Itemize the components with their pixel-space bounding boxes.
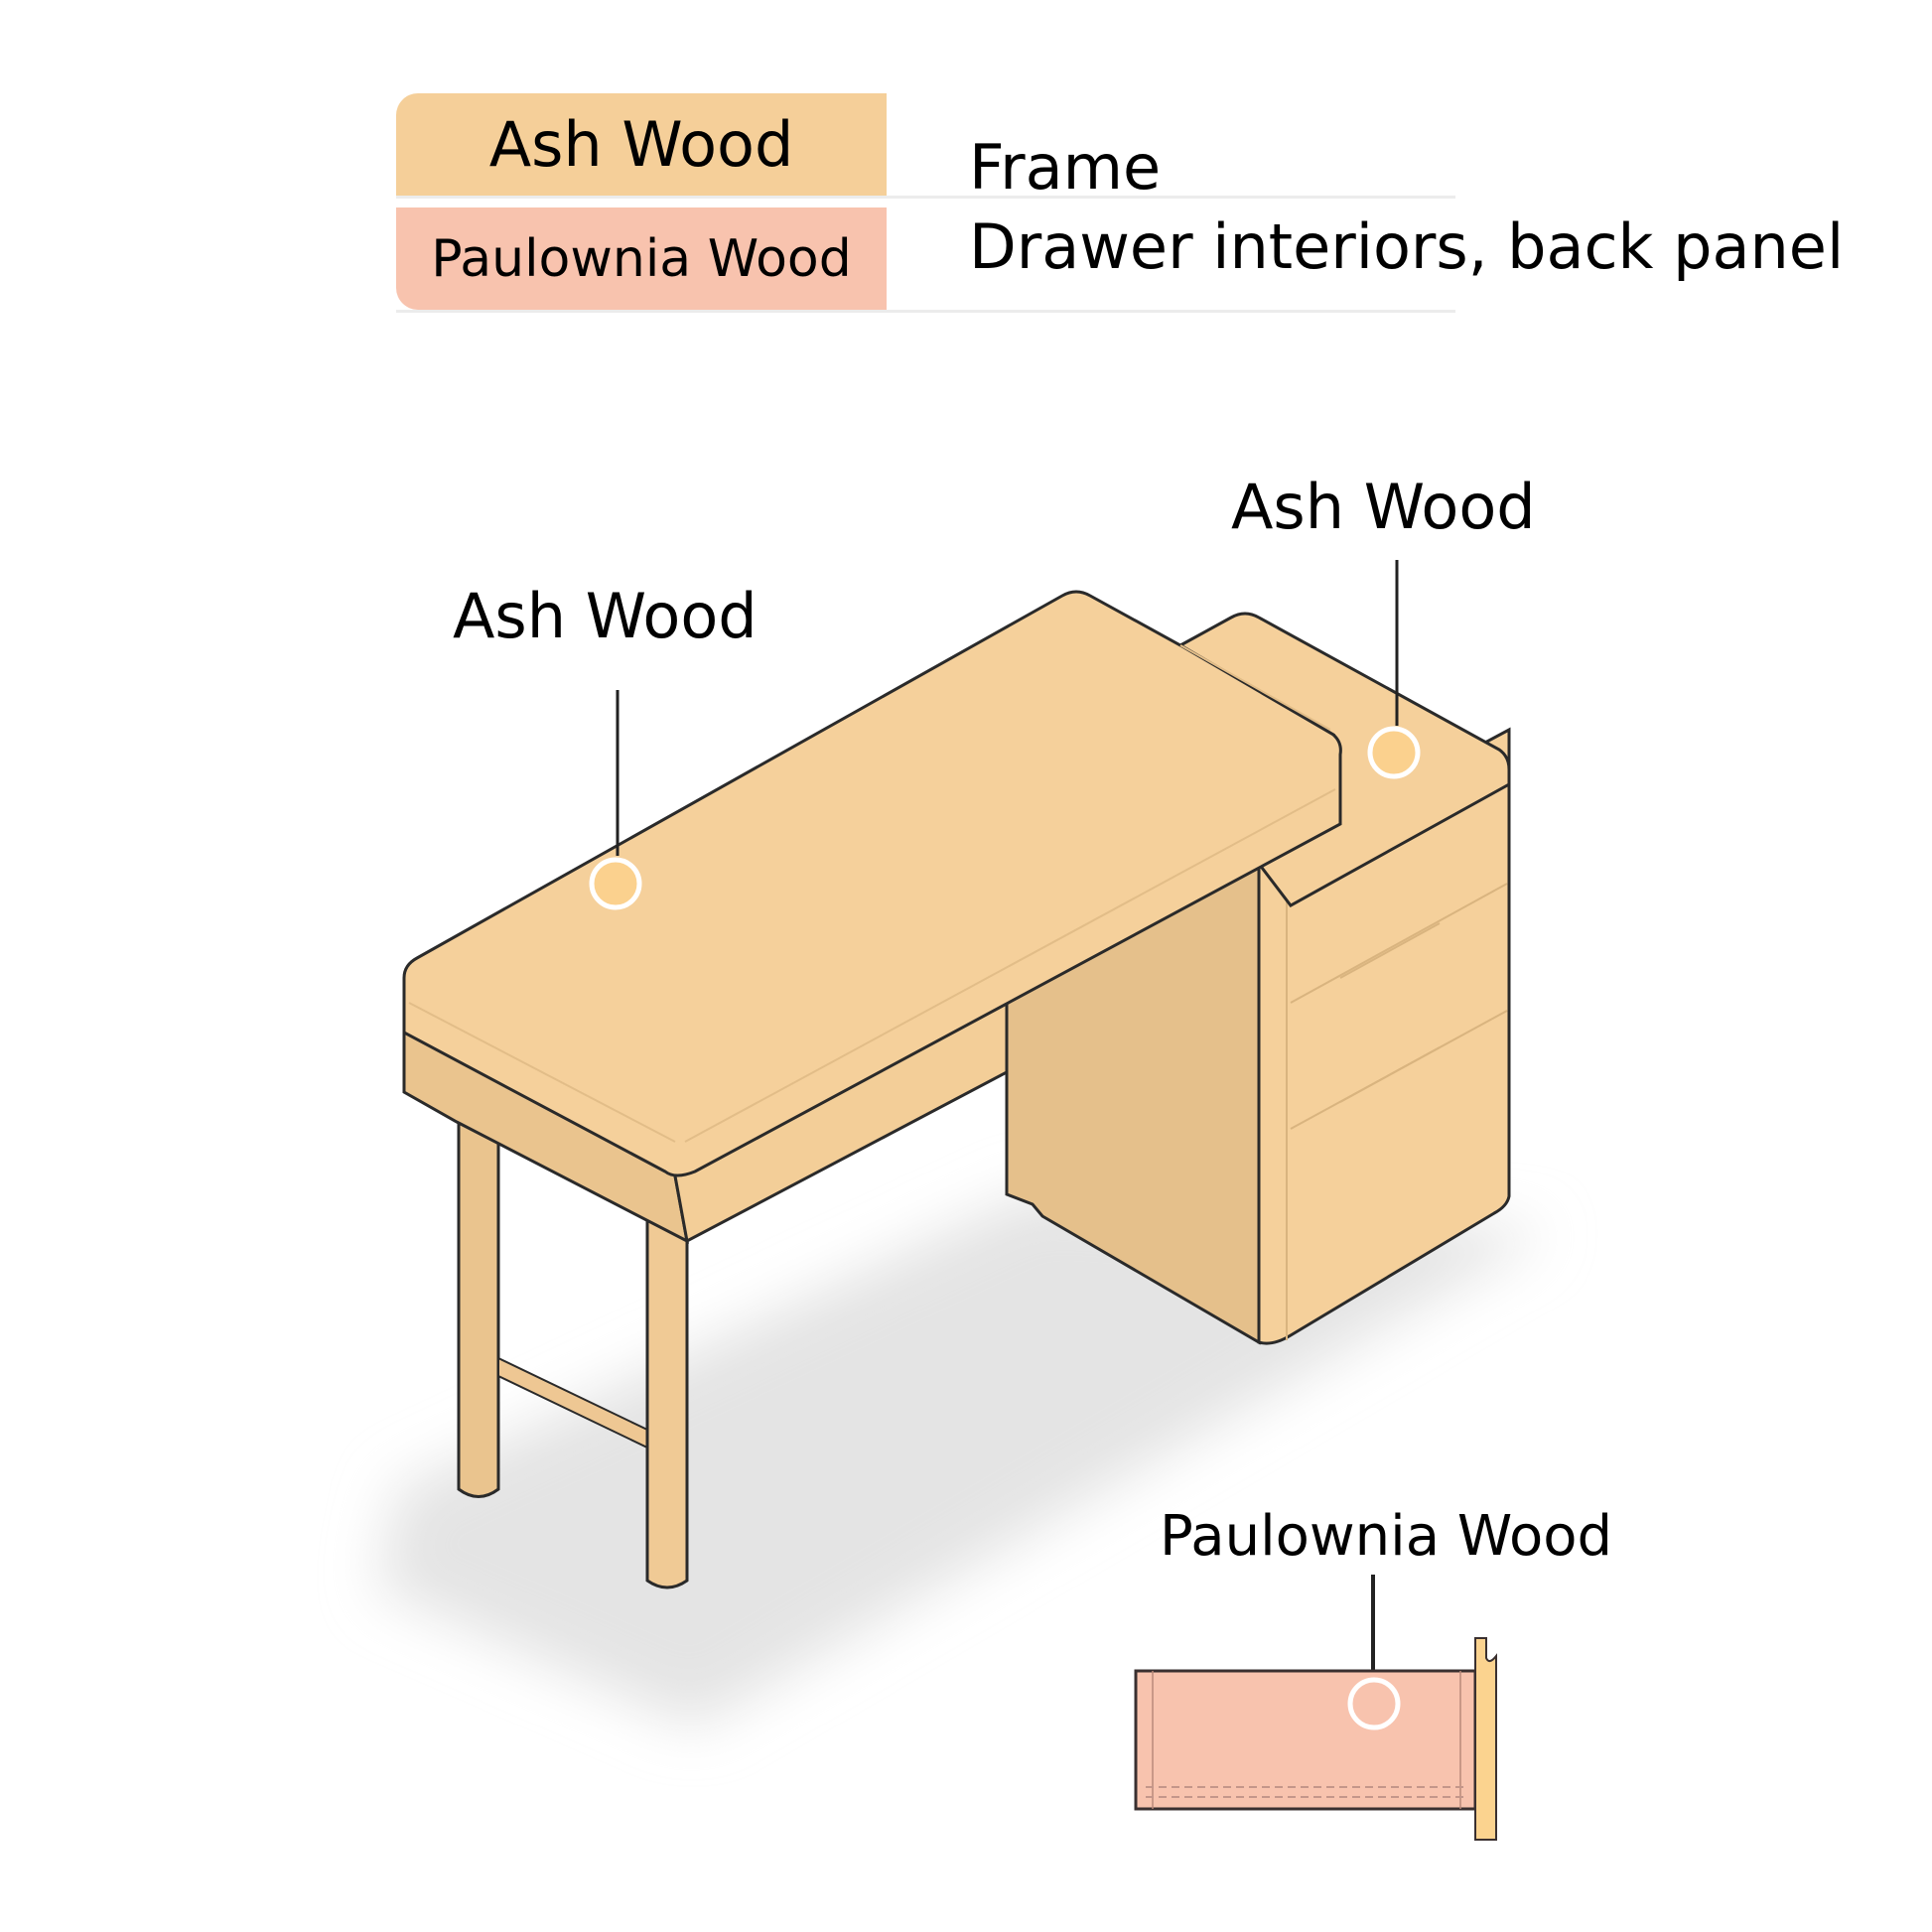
legend-row-paulownia: Paulownia Wood Drawer interiors, back pa… <box>396 207 1844 313</box>
marker-desktop <box>589 857 642 910</box>
marker-drawer <box>1347 1677 1401 1730</box>
front-leg <box>645 1213 689 1589</box>
callout-label-desktop: Ash Wood <box>453 580 758 652</box>
legend-usage-text: Drawer interiors, back panel <box>969 210 1845 283</box>
paulownia-wood-swatch: Paulownia Wood <box>396 207 887 310</box>
material-legend: Ash Wood Frame Paulownia Wood Drawer int… <box>396 93 1844 313</box>
legend-row-ash: Ash Wood Frame <box>396 93 1455 204</box>
legend-material-label: Ash Wood <box>488 108 794 181</box>
cabinet-top <box>1176 612 1511 907</box>
back-left-leg <box>457 1114 500 1498</box>
ash-wood-swatch: Ash Wood <box>396 93 887 196</box>
desktop-edge-lines <box>408 644 1336 1143</box>
desktop-top <box>402 590 1342 1177</box>
legend-material-label: Paulownia Wood <box>431 228 852 289</box>
callout-label-drawer: Paulownia Wood <box>1160 1504 1613 1569</box>
drawer-front-panel <box>1474 1637 1497 1841</box>
marker-cabinet <box>1367 726 1421 779</box>
legend-usage-text: Frame <box>969 131 1162 204</box>
drawer-detail <box>1134 1637 1497 1841</box>
callout-label-cabinet: Ash Wood <box>1231 471 1536 543</box>
drawer-box <box>1134 1669 1477 1811</box>
